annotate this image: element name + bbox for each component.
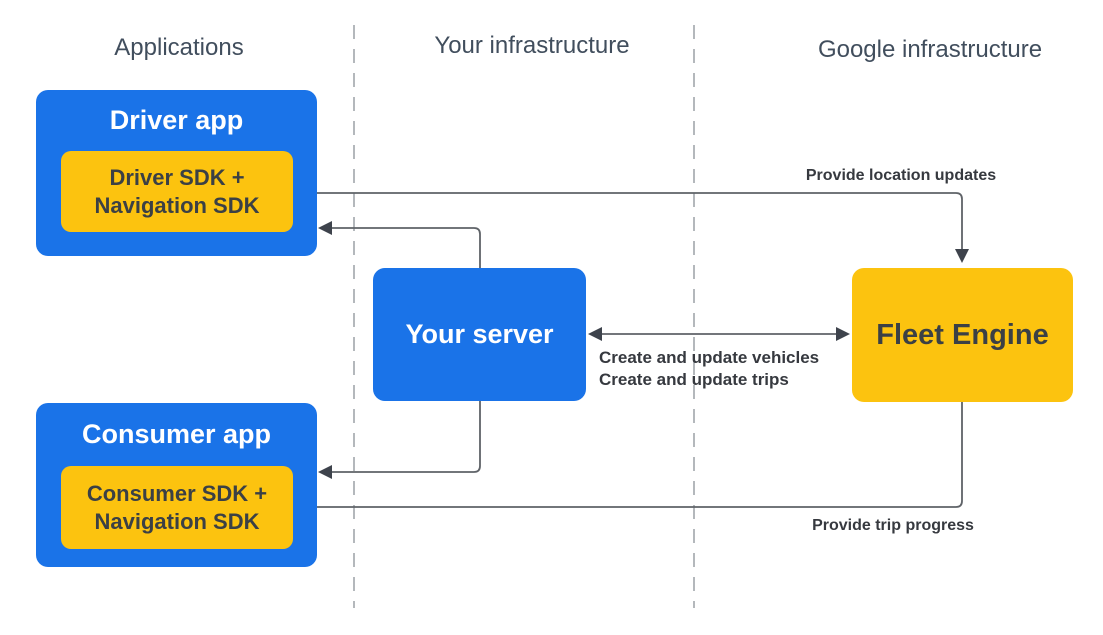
arrow-left-icon [318, 221, 332, 235]
column-header-applications: Applications [114, 34, 244, 61]
edge-label-create-update-vehicles: Create and update vehicles [599, 348, 820, 367]
arrow-down-icon [955, 249, 969, 263]
arrow-left-icon [318, 465, 332, 479]
driver-sdk-box: Driver SDK + Navigation SDK [61, 151, 293, 232]
column-header-google-infrastructure: Google infrastructure [817, 36, 1043, 63]
driver-sdk-line2: Navigation SDK [94, 192, 260, 218]
consumer-sdk-line1: Consumer SDK + [86, 480, 268, 506]
consumer-sdk-box: Consumer SDK + Navigation SDK [61, 466, 293, 549]
consumer-sdk-line2: Navigation SDK [94, 508, 260, 534]
connector-fleet-engine-to-consumer-sdk [306, 402, 963, 508]
fleet-engine-node: Fleet Engine [852, 268, 1073, 402]
arrow-left-icon [588, 327, 602, 341]
connector-driver-sdk-to-fleet-engine [293, 192, 963, 250]
consumer-app-title: Consumer app [81, 419, 272, 449]
connector-your-server-to-consumer-app [331, 400, 481, 473]
driver-sdk-line1: Driver SDK + [109, 164, 245, 190]
edge-label-provide-trip-progress: Provide trip progress [812, 517, 974, 534]
driver-app-node: Driver app Driver SDK + Navigation SDK [36, 90, 317, 256]
consumer-app-node: Consumer app Consumer SDK + Navigation S… [36, 403, 317, 567]
your-server-node: Your server [373, 268, 586, 401]
column-header-your-infrastructure: Your infrastructure [434, 32, 630, 59]
connector-your-server-to-driver-app [331, 227, 481, 268]
edge-label-create-update-trips: Create and update trips [599, 370, 789, 389]
edge-label-provide-location-updates: Provide location updates [805, 167, 997, 184]
arrow-right-icon [836, 327, 850, 341]
driver-app-title: Driver app [109, 105, 244, 135]
